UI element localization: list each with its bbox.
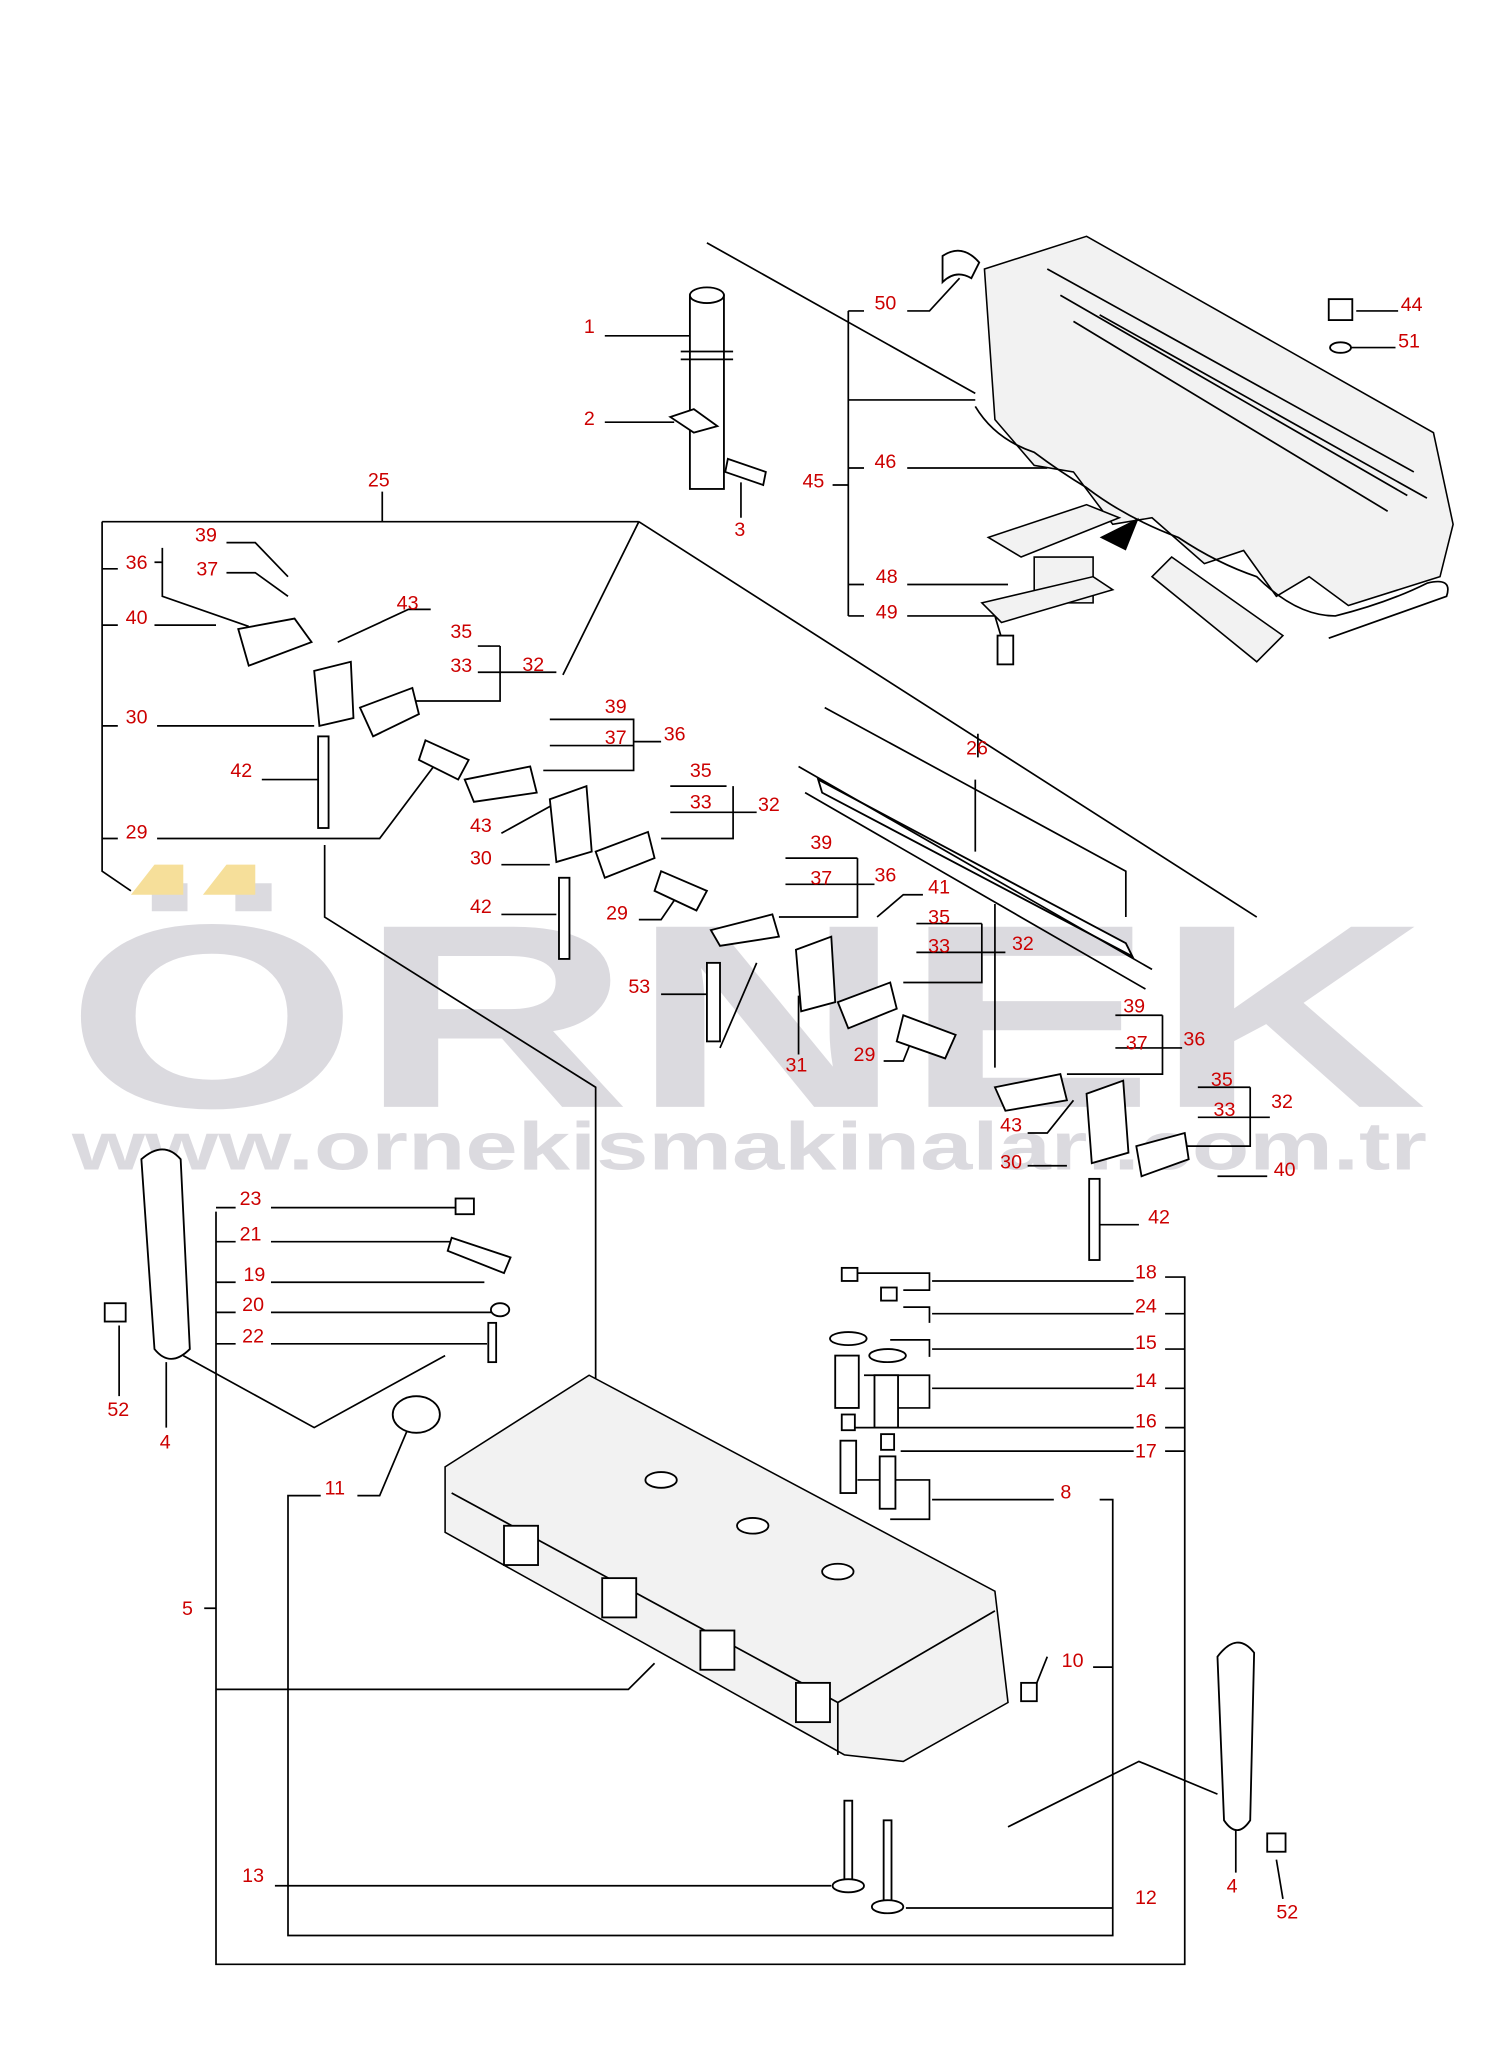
- valve-cover: [974, 235, 1454, 639]
- callout-label: 43: [397, 592, 419, 614]
- valves-springs: [446, 1197, 907, 1915]
- callout-label: 16: [1135, 1411, 1157, 1433]
- parts: [103, 235, 1454, 1915]
- callout-label: 12: [1135, 1887, 1157, 1909]
- callout-label: 15: [1135, 1332, 1157, 1354]
- callout-label: 3: [734, 519, 745, 541]
- callout-label: 48: [876, 566, 898, 588]
- callout-label: 33: [928, 935, 950, 957]
- callout-label: 33: [1214, 1099, 1236, 1121]
- callout-label: 40: [126, 607, 148, 629]
- callout-label: 39: [1123, 996, 1145, 1018]
- callout-label: 29: [126, 821, 148, 843]
- callout-label: 33: [450, 655, 472, 677]
- callout-label: 17: [1135, 1441, 1157, 1463]
- callout-label: 41: [928, 876, 950, 898]
- watermark: ÖRNEK www.ornekismakinalari.com.tr: [65, 864, 1427, 1185]
- callout-label: 46: [874, 451, 896, 473]
- callout-label: 32: [1271, 1091, 1293, 1113]
- breather-pipe: [668, 286, 734, 490]
- callout-label: 32: [758, 794, 780, 816]
- callout-label: 4: [1227, 1875, 1238, 1897]
- callout-label: 37: [605, 727, 627, 749]
- watermark-accent-mark: [130, 864, 184, 895]
- callout-label: 39: [195, 524, 217, 546]
- callout-label: 25: [368, 469, 390, 491]
- callout-label: 1: [584, 316, 595, 338]
- callout-labels: 1 2 3 50 44 51 46 45 48 49 25 39 36 37 4…: [107, 293, 1422, 1924]
- callout-label: 43: [470, 815, 492, 837]
- callout-label: 32: [522, 654, 544, 676]
- callout-label: 40: [1274, 1159, 1296, 1181]
- rocker-shaft: [798, 765, 1153, 990]
- callout-label: 50: [874, 293, 896, 315]
- watermark-brand: ÖRNEK: [65, 871, 1426, 1163]
- callout-label: 52: [107, 1399, 129, 1421]
- callout-label: 49: [876, 602, 898, 624]
- callout-label: 10: [1062, 1650, 1084, 1672]
- callout-label: 36: [664, 723, 686, 745]
- callout-label: 37: [810, 867, 832, 889]
- callout-label: 35: [450, 621, 472, 643]
- callout-label: 11: [325, 1477, 345, 1499]
- callout-label: 43: [1000, 1115, 1022, 1137]
- callout-label: 36: [1183, 1028, 1205, 1050]
- callout-label: 39: [605, 696, 627, 718]
- elbow-fitting: [941, 249, 981, 285]
- callout-label: 29: [854, 1044, 876, 1066]
- callout-label: 37: [196, 558, 218, 580]
- callout-label: 51: [1398, 331, 1420, 353]
- callout-label: 32: [1012, 933, 1034, 955]
- callout-label: 14: [1135, 1370, 1157, 1392]
- callout-label: 13: [242, 1865, 264, 1887]
- callout-label: 20: [242, 1294, 264, 1316]
- callout-label: 35: [1211, 1069, 1233, 1091]
- callout-label: 22: [242, 1325, 264, 1347]
- callout-label: 52: [1276, 1902, 1298, 1924]
- callout-label: 53: [628, 976, 650, 998]
- callout-label: 21: [240, 1223, 262, 1245]
- callout-label: 33: [690, 791, 712, 813]
- callout-label: 8: [1060, 1481, 1071, 1503]
- leader-lines: [101, 242, 1399, 1966]
- lifting-brackets: [103, 1148, 1287, 1853]
- callout-label: 39: [810, 832, 832, 854]
- callout-label: 26: [966, 738, 988, 760]
- callout-label: 31: [785, 1055, 807, 1077]
- callout-label: 42: [1148, 1206, 1170, 1228]
- callout-label: 2: [584, 408, 595, 430]
- callout-label: 30: [1000, 1151, 1022, 1173]
- callout-label: 42: [470, 896, 492, 918]
- watermark-accent-mark: [202, 864, 256, 895]
- callout-label: 18: [1135, 1261, 1157, 1283]
- bolt: [724, 457, 767, 487]
- callout-label: 30: [126, 706, 148, 728]
- callout-label: 36: [126, 552, 148, 574]
- callout-label: 36: [874, 865, 896, 887]
- cylinder-head: [391, 1374, 1038, 1763]
- callout-label: 30: [470, 848, 492, 870]
- callout-label: 37: [1126, 1032, 1148, 1054]
- callout-label: 19: [243, 1264, 265, 1286]
- callout-label: 42: [230, 760, 252, 782]
- rocker-assemblies: [237, 617, 1190, 1261]
- callout-label: 4: [160, 1432, 171, 1454]
- callout-label: 5: [182, 1598, 193, 1620]
- callout-label: 35: [690, 760, 712, 782]
- callout-label: 24: [1135, 1295, 1157, 1317]
- callout-label: 23: [240, 1188, 262, 1210]
- callout-label: 29: [606, 903, 628, 925]
- callout-label: 45: [802, 471, 824, 493]
- callout-label: 35: [928, 907, 950, 929]
- callout-label: 44: [1401, 294, 1423, 316]
